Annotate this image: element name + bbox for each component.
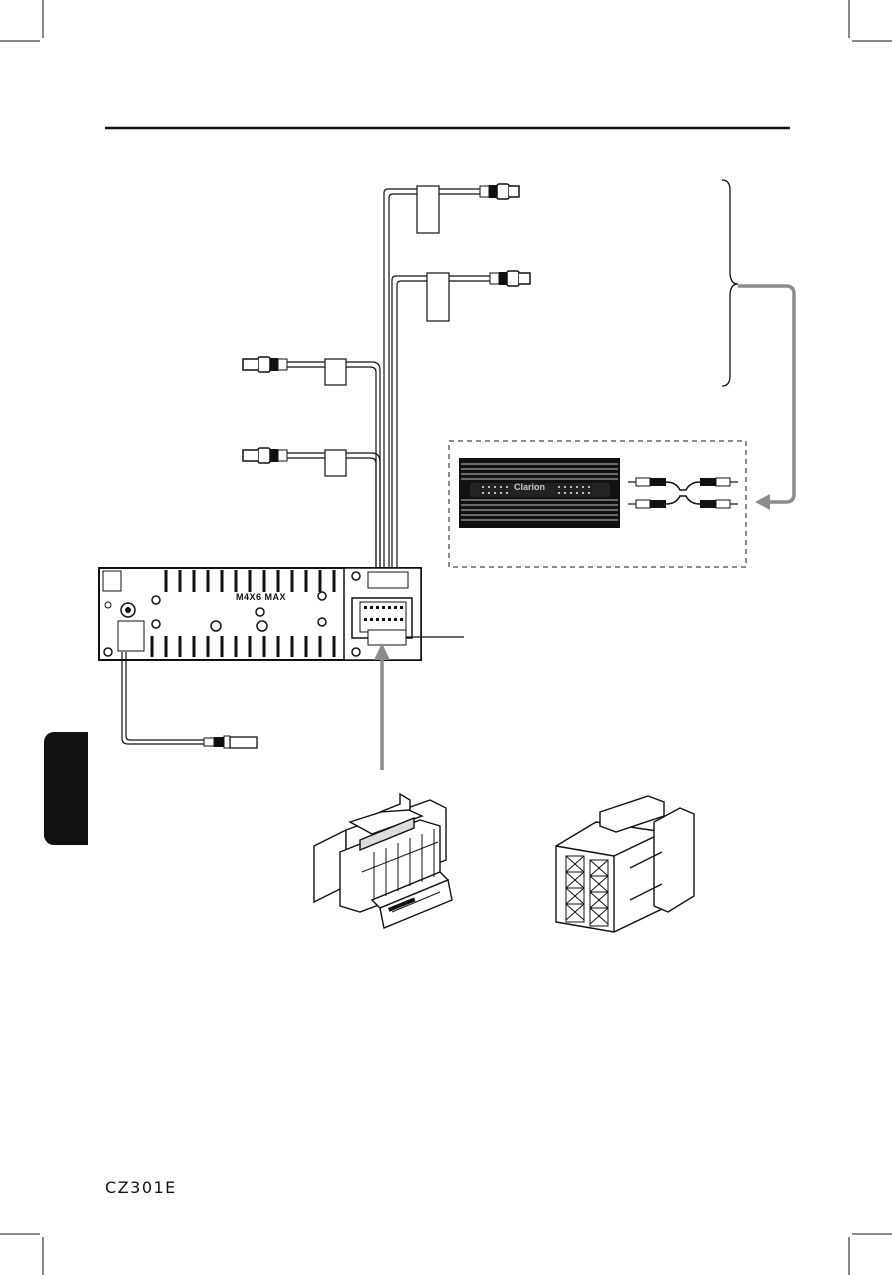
language-side-tab [44, 732, 88, 845]
model-code: CZ301E [105, 1178, 177, 1197]
screw-size-label: M4X6 MAX [236, 592, 286, 602]
rca-female-connector-icon [490, 271, 530, 286]
head-unit-rear-panel [99, 568, 421, 660]
rca-female-connector-icon [480, 184, 519, 199]
rca-female-connector-icon [243, 357, 287, 372]
antenna-plug-icon [122, 652, 257, 748]
arrow-to-amplifier [738, 286, 794, 510]
group-brace [722, 180, 738, 386]
rca-female-connector-icon [243, 448, 287, 463]
arrow-to-iso-socket [374, 643, 390, 770]
wire-label-tags [325, 186, 449, 476]
amplifier-icon [459, 458, 620, 528]
amplifier-brand-label: Clarion [514, 482, 545, 492]
rca-plug-icon [628, 478, 738, 508]
iso-connector-icon [556, 796, 694, 932]
iso-connector-icon [314, 794, 452, 928]
